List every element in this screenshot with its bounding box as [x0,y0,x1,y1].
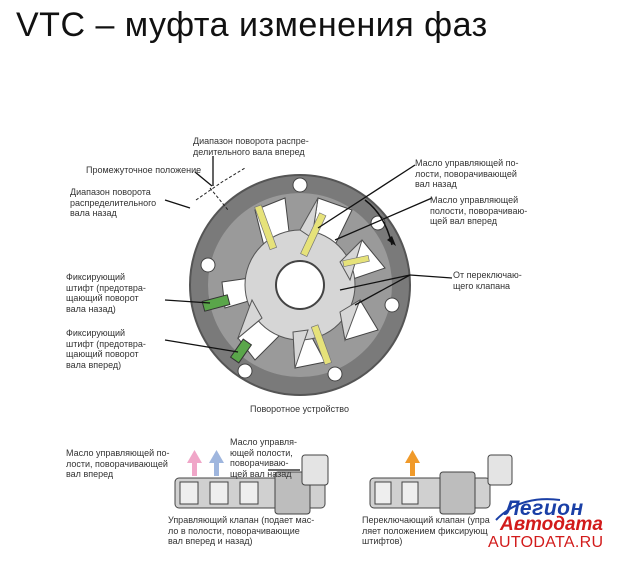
label-oil-retard-bottom: Масло управля- ющей полости, поворачиваю… [230,437,298,479]
logo-swoosh [495,498,561,521]
leader-lines [164,156,453,353]
label-pin-retard: Фиксирующий штифт (предотвра- щающий пов… [66,272,146,314]
hub [275,260,325,310]
label-oil-advance-bottom: Масло управляющей по- лости, поворачиваю… [66,448,170,479]
rotation-arrowhead [387,236,396,246]
label-pin-advance: Фиксирующий штифт (предотвра- щающий пов… [66,328,146,370]
oil-passages [254,204,370,366]
label-control-valve: Управляющий клапан (подает мас- ло в пол… [168,515,315,546]
bolt-holes [200,177,400,382]
logo-url: AUTODATA.RU [488,534,604,551]
label-from-switch: От переключаю- щего клапана [453,270,522,291]
page-title: VTC – муфта изменения фаз [16,6,488,44]
label-oil-retard: Масло управляющей по- лости, поворачиваю… [415,158,519,189]
flow-arrows [187,450,420,476]
logo-avtodata: Автодата [500,514,603,535]
label-rotary-device: Поворотное устройство [250,404,349,414]
control-valve [174,454,329,515]
logo-legion: Легион [505,497,584,520]
label-intermediate: Промежуточное положение [86,165,202,175]
label-retard-range: Диапазон поворота распределительного вал… [70,187,157,218]
lock-pins [201,294,253,364]
label-oil-advance: Масло управляющей полости, поворачиваю- … [430,195,528,226]
switch-valve [369,454,513,515]
label-advance-range: Диапазон поворота распре- делительного в… [193,136,309,157]
range-arcs [195,167,246,211]
label-switch-valve: Переключающий клапан (упра ляет положени… [362,515,490,546]
